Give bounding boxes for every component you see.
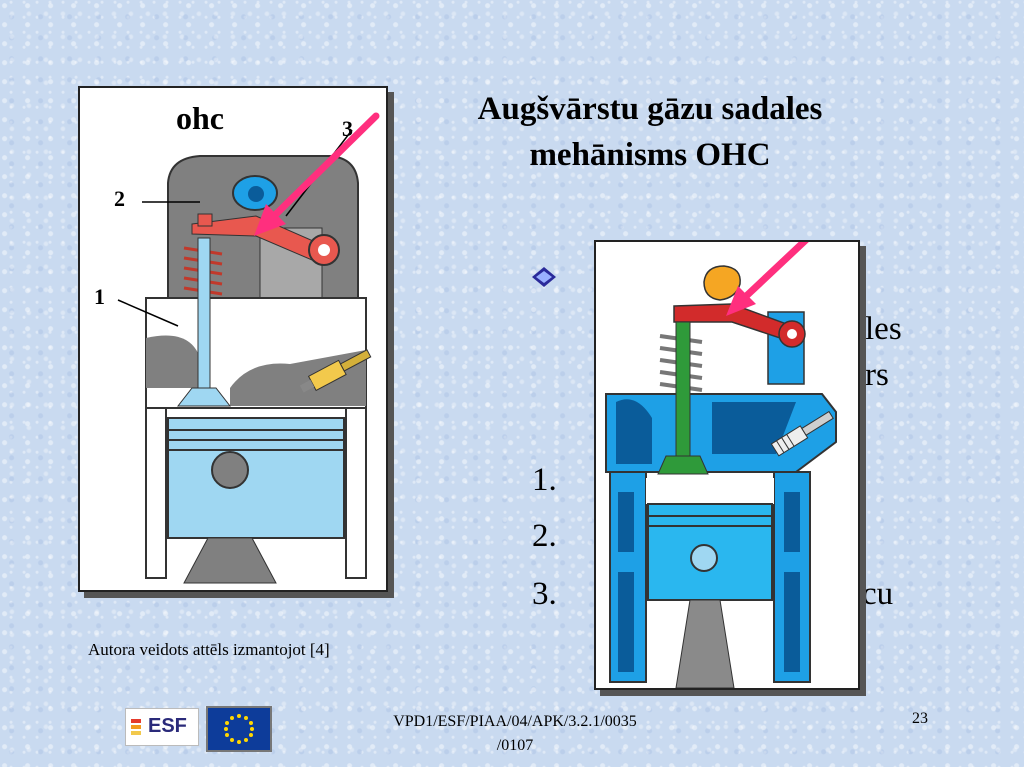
ohc-engine-diagram: ohc 1 2 3 — [78, 86, 388, 592]
ohc-rocker-diagram — [594, 240, 860, 690]
title-line-1: Augšvārstu gāzu sadales — [410, 86, 890, 132]
callout-3: 3 — [342, 116, 353, 142]
body-text-fragment-2: les — [865, 311, 902, 348]
callout-1: 1 — [94, 284, 105, 310]
esf-logo: ESF — [125, 708, 199, 746]
eu-flag-logo — [206, 706, 272, 752]
esf-logo-text: ESF — [148, 715, 187, 738]
list-marker-3: 3. — [532, 576, 557, 613]
footer-code-line-2: /0107 — [330, 734, 700, 758]
body-text-fragment-3: rs — [865, 357, 889, 394]
footer-code-line-1: VPD1/ESF/PIAA/04/APK/3.2.1/0035 — [330, 710, 700, 734]
callout-2: 2 — [114, 186, 125, 212]
figure-caption: Autora veidots attēls izmantojot [4] — [88, 640, 330, 660]
ohc-label: ohc — [176, 100, 224, 137]
eu-stars-icon — [208, 708, 270, 750]
list-marker-1: 1. — [532, 462, 557, 499]
ohc-engine-drawing — [80, 88, 386, 590]
diamond-bullet-icon — [531, 266, 557, 288]
page-number: 23 — [912, 710, 928, 728]
list-item-3-fragment: cu — [862, 576, 893, 613]
slide-title: Augšvārstu gāzu sadales mehānisms OHC — [410, 86, 890, 178]
ohc-rocker-drawing — [596, 242, 858, 688]
footer-project-code: VPD1/ESF/PIAA/04/APK/3.2.1/0035 /0107 — [330, 710, 700, 758]
list-marker-2: 2. — [532, 518, 557, 555]
title-line-2: mehānisms OHC — [410, 132, 890, 178]
